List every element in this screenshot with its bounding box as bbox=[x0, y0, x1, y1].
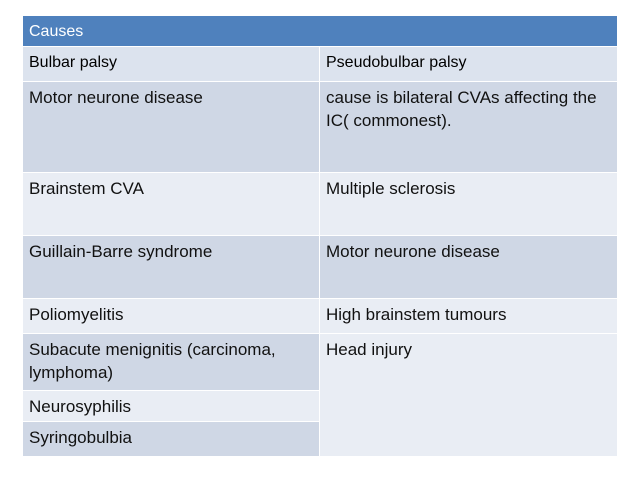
pseudobulbar-cause-cell: Motor neurone disease bbox=[319, 235, 618, 299]
bulbar-cause-cell: Guillain-Barre syndrome bbox=[22, 235, 320, 299]
table-row: Syringobulbia bbox=[22, 421, 618, 457]
bulbar-cause-cell: Subacute menignitis (carcinoma, lymphoma… bbox=[22, 333, 320, 391]
table-row: Neurosyphilis bbox=[22, 390, 618, 422]
table-row: Subacute menignitis (carcinoma, lymphoma… bbox=[22, 333, 618, 457]
pseudobulbar-cause-cell: Head injury bbox=[319, 333, 618, 457]
table-row: Brainstem CVA Multiple sclerosis bbox=[22, 172, 618, 236]
pseudobulbar-cause-cell: Multiple sclerosis bbox=[319, 172, 618, 236]
pseudobulbar-cause-cell: High brainstem tumours bbox=[319, 298, 618, 334]
bulbar-cause-cell: Brainstem CVA bbox=[22, 172, 320, 236]
table-title: Causes bbox=[22, 15, 618, 47]
column-header-row: Bulbar palsy Pseudobulbar palsy bbox=[22, 46, 618, 82]
column-header-pseudobulbar: Pseudobulbar palsy bbox=[319, 46, 618, 82]
column-header-bulbar: Bulbar palsy bbox=[22, 46, 320, 82]
bulbar-cause-cell: Neurosyphilis bbox=[22, 390, 320, 422]
table-row: Motor neurone disease cause is bilateral… bbox=[22, 81, 618, 173]
causes-table: Causes Bulbar palsy Pseudobulbar palsy M… bbox=[22, 15, 618, 457]
table-row: Guillain-Barre syndrome Motor neurone di… bbox=[22, 235, 618, 299]
table-row: Poliomyelitis High brainstem tumours bbox=[22, 298, 618, 334]
bulbar-cause-cell: Syringobulbia bbox=[22, 421, 320, 457]
bulbar-cause-cell: Poliomyelitis bbox=[22, 298, 320, 334]
title-row: Causes bbox=[22, 15, 618, 47]
bulbar-cause-cell: Motor neurone disease bbox=[22, 81, 320, 173]
pseudobulbar-cause-cell: cause is bilateral CVAs affecting the IC… bbox=[319, 81, 618, 173]
